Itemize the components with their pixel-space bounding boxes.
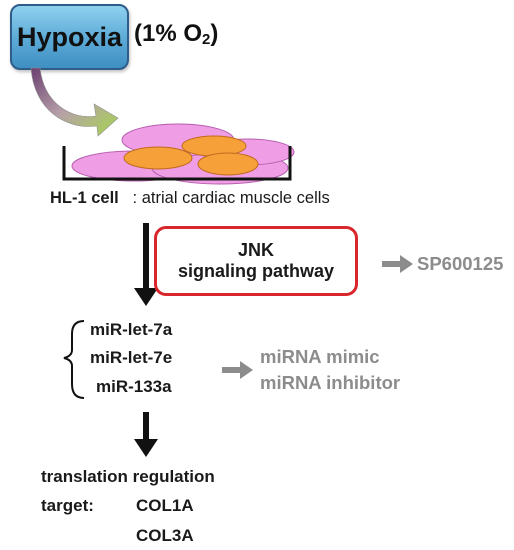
pathway-line1: JNK	[237, 240, 274, 260]
cell-name: HL-1 cell	[50, 189, 119, 207]
treatment-inhibitor: miRNA inhibitor	[260, 372, 401, 393]
cell-label: HL-1 cell : atrial cardiac muscle cells	[50, 189, 330, 208]
hypoxia-condition: (1% O2)	[134, 20, 218, 48]
jnk-pathway-box: JNK signaling pathway	[154, 226, 358, 296]
hypoxia-condition-suffix: )	[210, 20, 219, 47]
hypoxia-condition-prefix: (1% O	[134, 20, 203, 47]
inhibitor-arrow-icon	[382, 255, 413, 273]
hypoxia-box: Hypoxia	[10, 4, 129, 70]
down-arrow-icon	[134, 223, 158, 306]
outcome-title: translation regulation	[41, 467, 215, 486]
mirna-item: miR-let-7e	[90, 348, 173, 367]
down-arrow-icon	[134, 412, 158, 457]
mirna-brace-icon	[63, 320, 85, 399]
cell-description: : atrial cardiac muscle cells	[132, 189, 330, 207]
pathway-line2: signaling pathway	[177, 261, 335, 281]
target-item: COL3A	[136, 526, 194, 545]
curved-arrow-icon	[30, 67, 119, 137]
mirna-item: miR-let-7a	[90, 320, 173, 339]
mirna-item: miR-133a	[96, 377, 172, 396]
inhibitor-label: SP600125	[417, 253, 504, 274]
treatment-mimic: miRNA mimic	[260, 346, 380, 367]
cell-cluster-icon	[71, 123, 295, 185]
target-item: COL1A	[136, 496, 194, 515]
hypoxia-label: Hypoxia	[16, 21, 123, 52]
hypoxia-condition-subscript: 2	[202, 31, 211, 48]
target-label: target:	[41, 496, 94, 515]
culture-dish-icon	[62, 146, 292, 181]
treatment-arrow-icon	[222, 361, 253, 379]
